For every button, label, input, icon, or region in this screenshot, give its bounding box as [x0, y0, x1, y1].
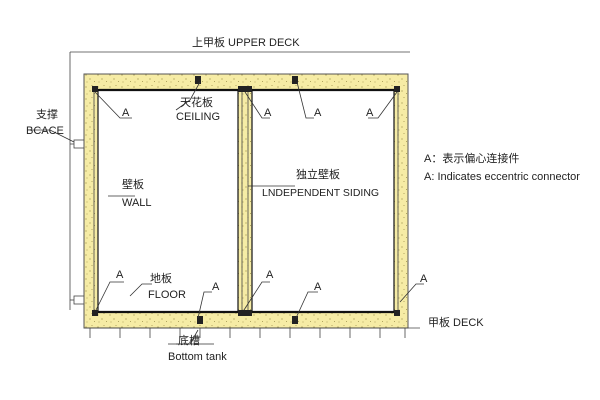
floor-label-cn: 地板 [150, 271, 172, 285]
siding-label-cn: 独立壁板 [296, 167, 340, 181]
ceiling-label-cn: 天花板 [180, 95, 213, 109]
bottom-tank-label-cn: 底槽 [178, 333, 200, 347]
connector-marker: A [366, 107, 374, 119]
siding-label-en: LNDEPENDENT SIDING [262, 187, 379, 199]
wall-label-cn: 壁板 [122, 177, 144, 191]
connector-marker: A [122, 107, 130, 119]
connector-marker: A [116, 269, 124, 281]
connector-marker: A [314, 281, 322, 293]
connector-marker: A [264, 107, 272, 119]
wall-label-en: WALL [122, 197, 152, 209]
bottom-tank-label-en: Bottom tank [168, 351, 227, 363]
connector-marker: A [314, 107, 322, 119]
brace-connectors [70, 139, 85, 305]
ceiling-label-en: CEILING [176, 111, 220, 123]
connector-marker: A [212, 281, 220, 293]
floor-label-en: FLOOR [148, 289, 186, 301]
connector-marker: A [420, 273, 428, 285]
brace-label-cn: 支撑 [36, 107, 58, 121]
connector-marker: A [266, 269, 274, 281]
legend-line-en: A: Indicates eccentric connector [424, 171, 580, 183]
leader-lines [30, 81, 424, 345]
brace-label-en: BCACE [26, 125, 64, 137]
eccentric-connectors [92, 76, 400, 324]
deck-label: 甲板 DECK [428, 315, 484, 329]
upper-deck-label: 上甲板 UPPER DECK [192, 35, 300, 49]
upper-deck-line [69, 51, 410, 310]
legend-line-cn: A：表示偏心连接件 [424, 151, 519, 165]
bottom-tank [89, 328, 406, 338]
